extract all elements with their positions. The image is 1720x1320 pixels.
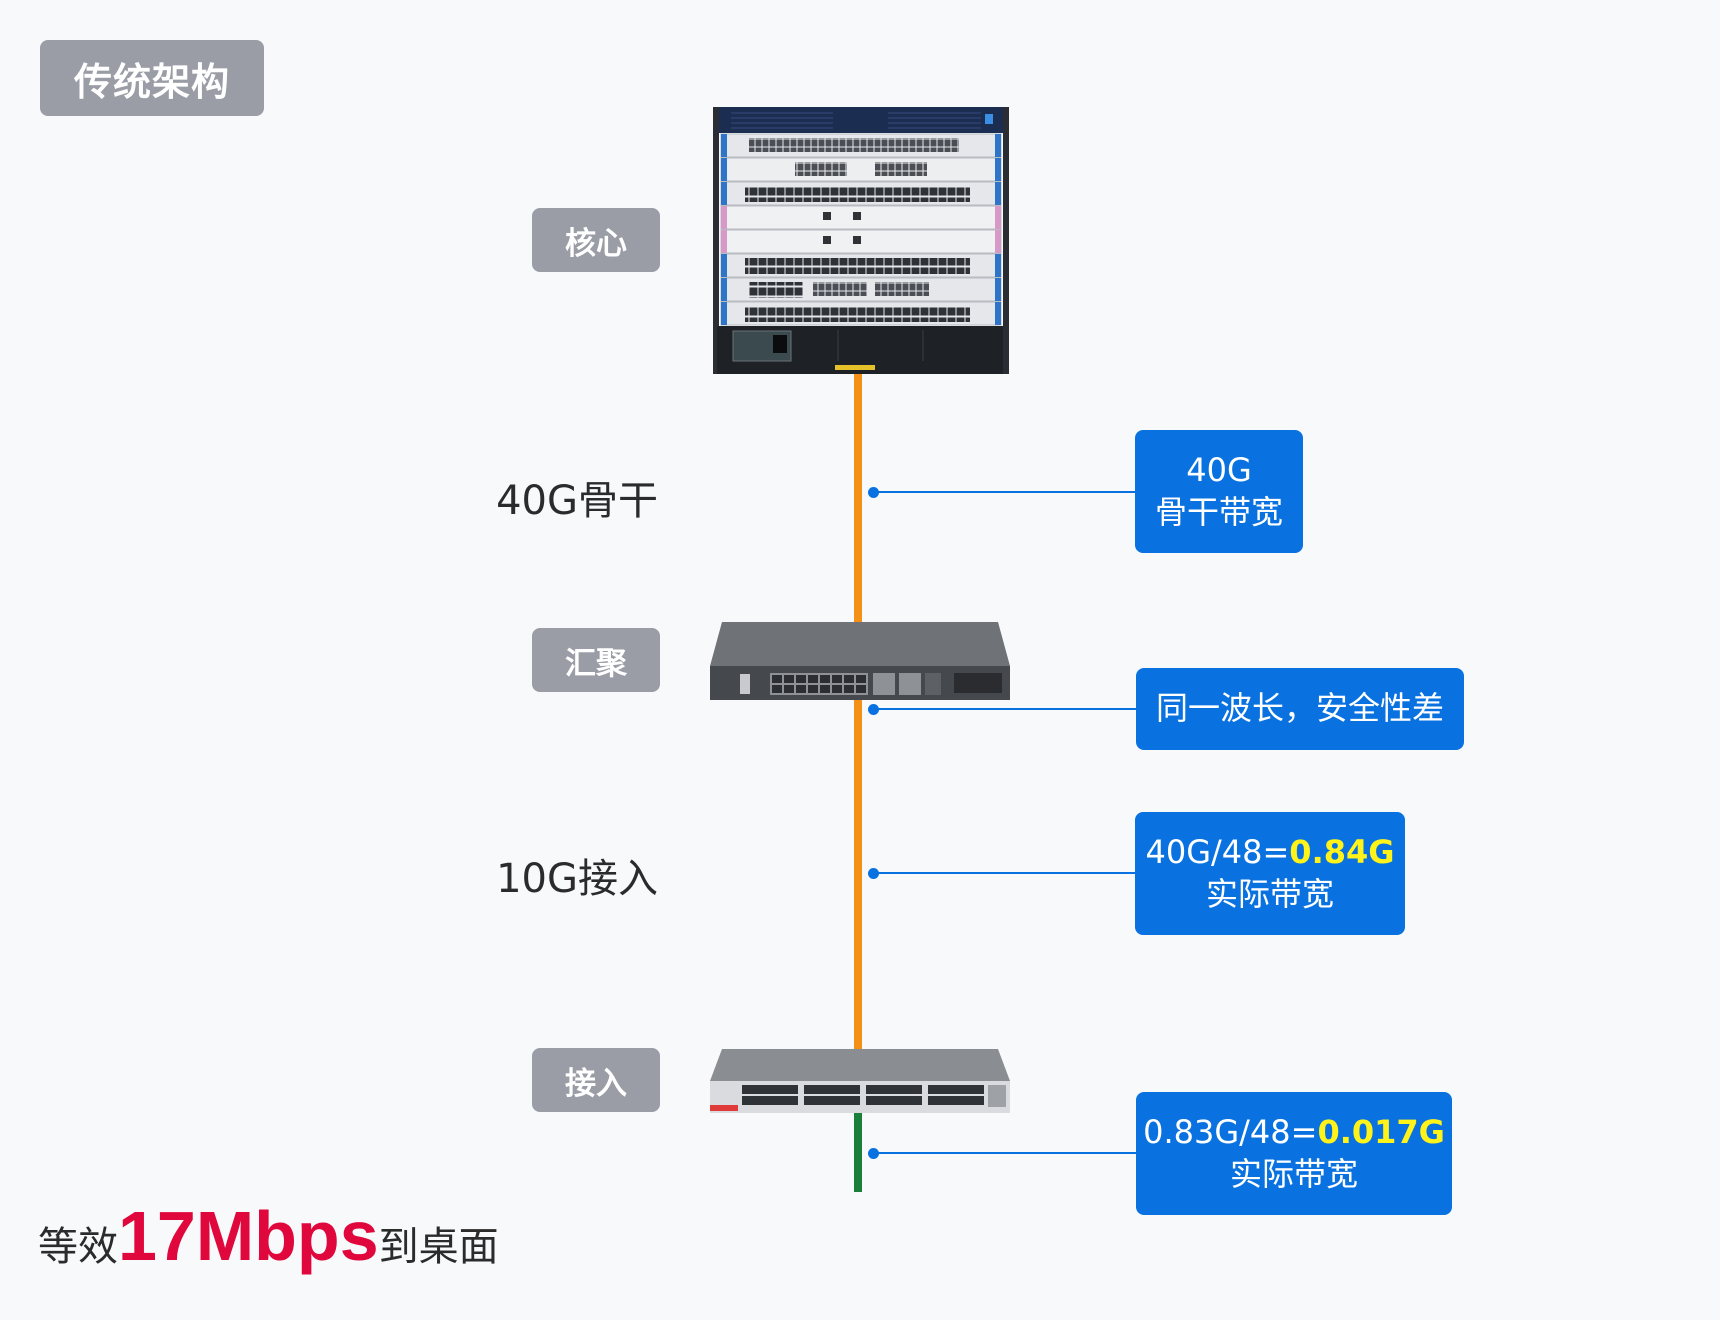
tier-tag-core: 核心 — [532, 208, 660, 272]
core-aggregation-link — [854, 372, 862, 624]
connector-line-desktop-bw — [873, 1152, 1137, 1154]
callout-backbone-caption: 骨干带宽 — [1154, 492, 1283, 531]
callout-access-bandwidth: 40G/48=0.84G 实际带宽 — [1135, 812, 1405, 935]
core-chassis-switch-icon — [713, 107, 1009, 374]
architecture-title: 传统架构 — [73, 59, 230, 104]
architecture-title-tag: 传统架构 — [40, 40, 264, 116]
callout-desktop-formula: 0.83G/48=0.017G — [1143, 1112, 1445, 1154]
connector-line-wavelength — [873, 708, 1137, 710]
tier-label-access: 接入 — [565, 1065, 627, 1102]
desktop-bandwidth-summary: 等效17Mbps到桌面 — [38, 1196, 499, 1276]
aggregation-access-link — [854, 700, 862, 1050]
backbone-link-label: 40G骨干 — [496, 478, 658, 524]
callout-desktop-bandwidth: 0.83G/48=0.017G 实际带宽 — [1136, 1092, 1452, 1215]
access-desktop-link — [854, 1112, 862, 1192]
connector-line-backbone — [873, 491, 1135, 493]
callout-backbone-bandwidth: 40G 骨干带宽 — [1135, 430, 1303, 553]
tier-tag-access: 接入 — [532, 1048, 660, 1112]
callout-access-formula-prefix: 40G/48= — [1145, 832, 1290, 871]
callout-wavelength-text: 同一波长，安全性差 — [1155, 689, 1444, 728]
callout-access-result: 0.84G — [1289, 832, 1395, 871]
summary-prefix: 等效 — [38, 1224, 118, 1270]
callout-desktop-result: 0.017G — [1317, 1112, 1445, 1151]
summary-suffix: 到桌面 — [378, 1224, 499, 1270]
connector-line-access-bw — [873, 872, 1135, 874]
tier-label-aggregation: 汇聚 — [565, 645, 627, 682]
callout-desktop-formula-prefix: 0.83G/48= — [1143, 1112, 1318, 1151]
callout-wavelength-security: 同一波长，安全性差 — [1136, 668, 1464, 750]
aggregation-switch-icon — [710, 622, 1010, 700]
callout-backbone-value: 40G — [1186, 450, 1252, 489]
callout-desktop-caption: 实际带宽 — [1229, 1154, 1358, 1193]
callout-access-caption: 实际带宽 — [1205, 874, 1334, 913]
tier-tag-aggregation: 汇聚 — [532, 628, 660, 692]
tier-label-core: 核心 — [565, 225, 627, 262]
callout-access-formula: 40G/48=0.84G — [1145, 832, 1394, 874]
access-switch-icon — [710, 1049, 1010, 1113]
summary-value: 17Mbps — [118, 1197, 379, 1275]
access-link-label: 10G接入 — [496, 856, 658, 902]
